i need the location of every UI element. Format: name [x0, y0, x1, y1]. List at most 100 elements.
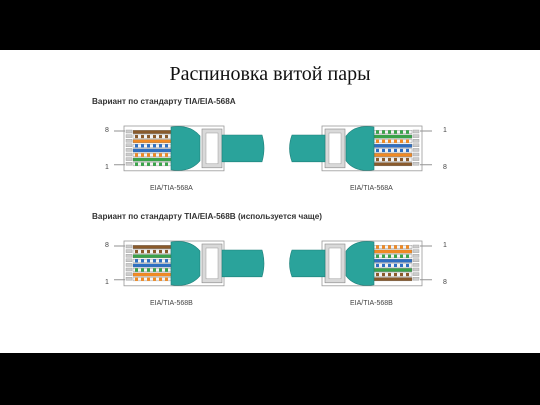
- wire-stripe: [165, 277, 168, 281]
- section-label-568b: Вариант по стандарту TIA/EIA-568B (испол…: [92, 212, 322, 221]
- wire-stripe: [153, 268, 156, 272]
- contact-icon: [412, 138, 420, 143]
- wire-stripe: [382, 130, 385, 134]
- contact-icon: [412, 244, 420, 249]
- wire-stripe: [147, 134, 150, 139]
- wire-stripe: [376, 245, 379, 249]
- contact-icon: [412, 249, 420, 253]
- contact-icon: [412, 161, 420, 166]
- wire: [132, 130, 172, 134]
- caption-left-568b: EIA/TIA-568B: [150, 300, 193, 307]
- wire-stripe: [376, 130, 379, 134]
- wire-stripe: [141, 268, 144, 272]
- pin-label-right-top-b: 1: [443, 242, 447, 249]
- wire-stripe: [147, 249, 150, 254]
- slide: Распиновка витой пары Вариант по стандар…: [0, 50, 540, 353]
- wire-stripe: [159, 144, 162, 148]
- wire-stripe: [153, 144, 156, 148]
- wire-stripe: [406, 157, 409, 162]
- contact-icon: [125, 161, 133, 166]
- wire-stripe: [135, 277, 138, 281]
- contact-icon: [412, 267, 420, 272]
- wire-stripe: [153, 162, 156, 166]
- wire-stripe: [153, 153, 156, 157]
- wire-stripe: [141, 134, 144, 139]
- wire-stripe: [400, 263, 403, 268]
- wire-stripe: [376, 157, 379, 162]
- wire-stripe: [394, 245, 397, 249]
- contact-icon: [412, 134, 420, 138]
- wire-stripe: [388, 148, 391, 153]
- pin-label-left-bottom-a: 1: [105, 164, 109, 171]
- contact-icon: [412, 253, 420, 258]
- wire: [373, 268, 413, 272]
- wire-stripe: [147, 259, 150, 263]
- wire-stripe: [141, 162, 144, 166]
- wire-stripe: [382, 254, 385, 258]
- contact-icon: [125, 152, 133, 157]
- wire-stripe: [376, 272, 379, 277]
- contact-icon: [125, 263, 133, 267]
- latch-icon: [328, 132, 342, 165]
- wire: [132, 157, 172, 162]
- cable: [221, 134, 265, 163]
- wire-stripe: [400, 254, 403, 258]
- wire-stripe: [388, 130, 391, 134]
- pin-label-right-top-a: 1: [443, 127, 447, 134]
- wire-stripe: [382, 148, 385, 153]
- wire-stripe: [400, 148, 403, 153]
- contact-icon: [125, 157, 133, 161]
- wire-stripe: [388, 245, 391, 249]
- wire: [132, 139, 172, 144]
- wire-stripe: [406, 254, 409, 258]
- wire-stripe: [153, 277, 156, 281]
- contact-icon: [125, 129, 133, 134]
- wire-stripe: [406, 130, 409, 134]
- contact-icon: [125, 267, 133, 272]
- wire-stripe: [400, 272, 403, 277]
- contact-icon: [125, 134, 133, 138]
- wire-stripe: [165, 249, 168, 254]
- wire: [132, 272, 172, 277]
- wire-stripe: [135, 249, 138, 254]
- wire-stripe: [394, 148, 397, 153]
- wire-stripe: [141, 249, 144, 254]
- caption-right-568b: EIA/TIA-568B: [350, 300, 393, 307]
- wire-stripe: [382, 245, 385, 249]
- wire: [373, 249, 413, 254]
- slide-title: Распиновка витой пары: [169, 63, 371, 85]
- pin-label-left-top-b: 8: [105, 242, 109, 249]
- wire-stripe: [382, 272, 385, 277]
- wire: [373, 162, 413, 167]
- contact-icon: [125, 138, 133, 143]
- wire-stripe: [159, 268, 162, 272]
- wire-stripe: [135, 153, 138, 157]
- wire-stripe: [153, 259, 156, 263]
- wire-stripe: [165, 259, 168, 263]
- wire-stripe: [376, 139, 379, 143]
- wire-stripe: [394, 157, 397, 162]
- wire: [132, 254, 172, 259]
- wire-stripe: [388, 157, 391, 162]
- wire-stripe: [147, 162, 150, 166]
- wire-stripe: [388, 139, 391, 143]
- wire-stripe: [394, 254, 397, 258]
- wire: [373, 134, 413, 139]
- cable-jacket: [170, 126, 201, 171]
- pinout-diagram: [114, 125, 432, 287]
- wire-stripe: [406, 263, 409, 268]
- wire-stripe: [400, 139, 403, 143]
- wire-stripe: [388, 272, 391, 277]
- cable: [221, 249, 265, 278]
- wire: [373, 277, 413, 282]
- contact-icon: [412, 157, 420, 161]
- wire-stripe: [165, 144, 168, 148]
- wire-stripe: [406, 148, 409, 153]
- contact-icon: [412, 258, 420, 263]
- pin-label-right-bottom-a: 8: [443, 164, 447, 171]
- contact-icon: [412, 263, 420, 267]
- latch-icon: [328, 247, 342, 280]
- wire-stripe: [394, 263, 397, 268]
- wire-stripe: [159, 277, 162, 281]
- wire-stripe: [388, 263, 391, 268]
